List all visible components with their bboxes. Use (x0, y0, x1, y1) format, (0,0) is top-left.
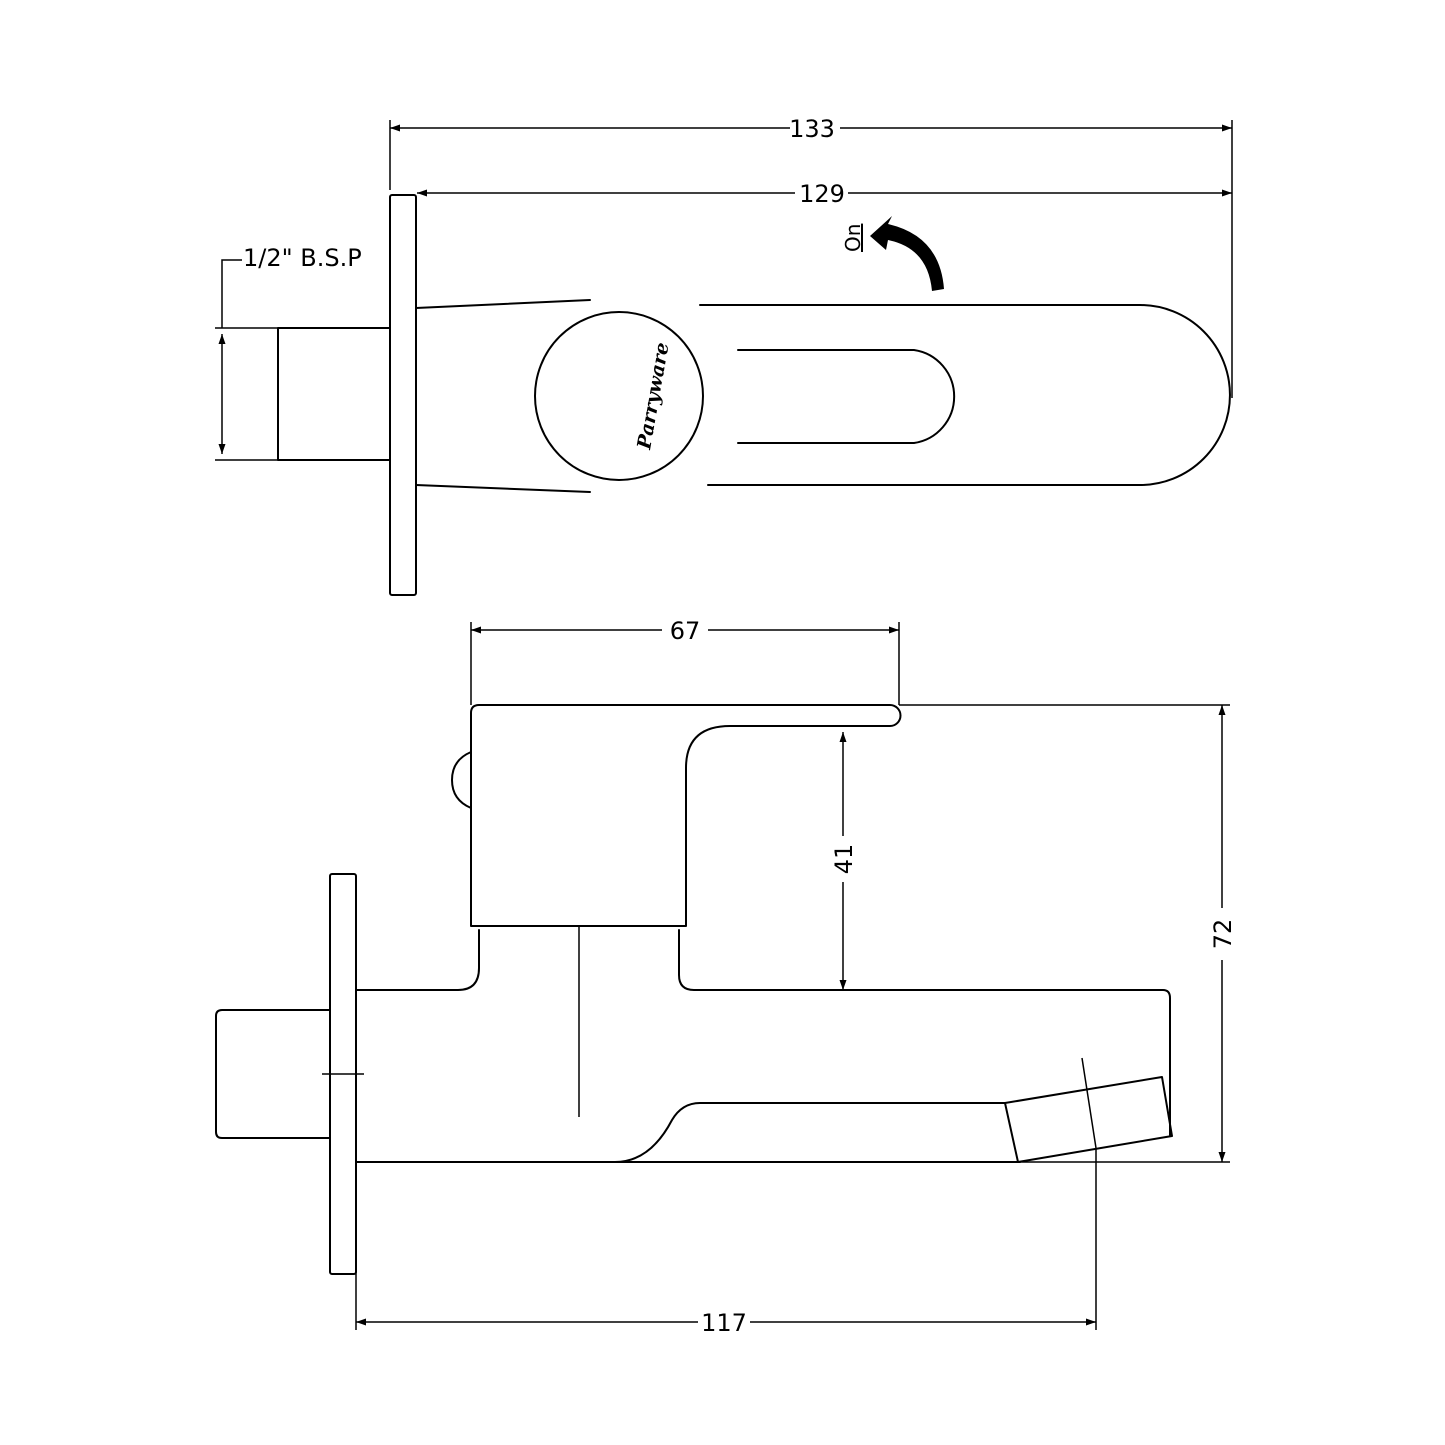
threaded-inlet (277, 327, 391, 461)
threaded-inlet-side (215, 1009, 331, 1139)
lever-slot (737, 349, 956, 444)
body-taper (415, 299, 591, 493)
handle-lever (470, 704, 902, 927)
on-label: On (841, 224, 865, 252)
aerator (1004, 1076, 1173, 1163)
side-view: 67 41 72 117 (215, 617, 1237, 1337)
leader-line-thread (221, 259, 242, 328)
dim-body-length: 129 (799, 180, 845, 208)
wall-flange (389, 194, 417, 596)
spout-underside (614, 1102, 1006, 1163)
thread-label: 1/2" B.S.P (243, 244, 362, 272)
dim-handle-height: 41 (830, 844, 858, 875)
spout-body (699, 304, 1231, 486)
dim-overall-height: 72 (1209, 919, 1237, 950)
top-view: 133 129 1/2" B.S.P Parryware On (215, 115, 1233, 596)
body-neck-left (355, 929, 480, 991)
brand-logo: Parryware (633, 341, 674, 452)
rotate-on-arrow-icon (870, 216, 944, 291)
body-top-edge (678, 929, 1171, 1136)
aerator-centerline (1081, 1057, 1097, 1149)
handle-disc (534, 311, 704, 481)
dim-handle-length: 67 (670, 617, 701, 645)
dim-spout-reach: 117 (701, 1309, 747, 1337)
indicator-cap (451, 751, 472, 809)
dim-overall-length: 133 (789, 115, 835, 143)
